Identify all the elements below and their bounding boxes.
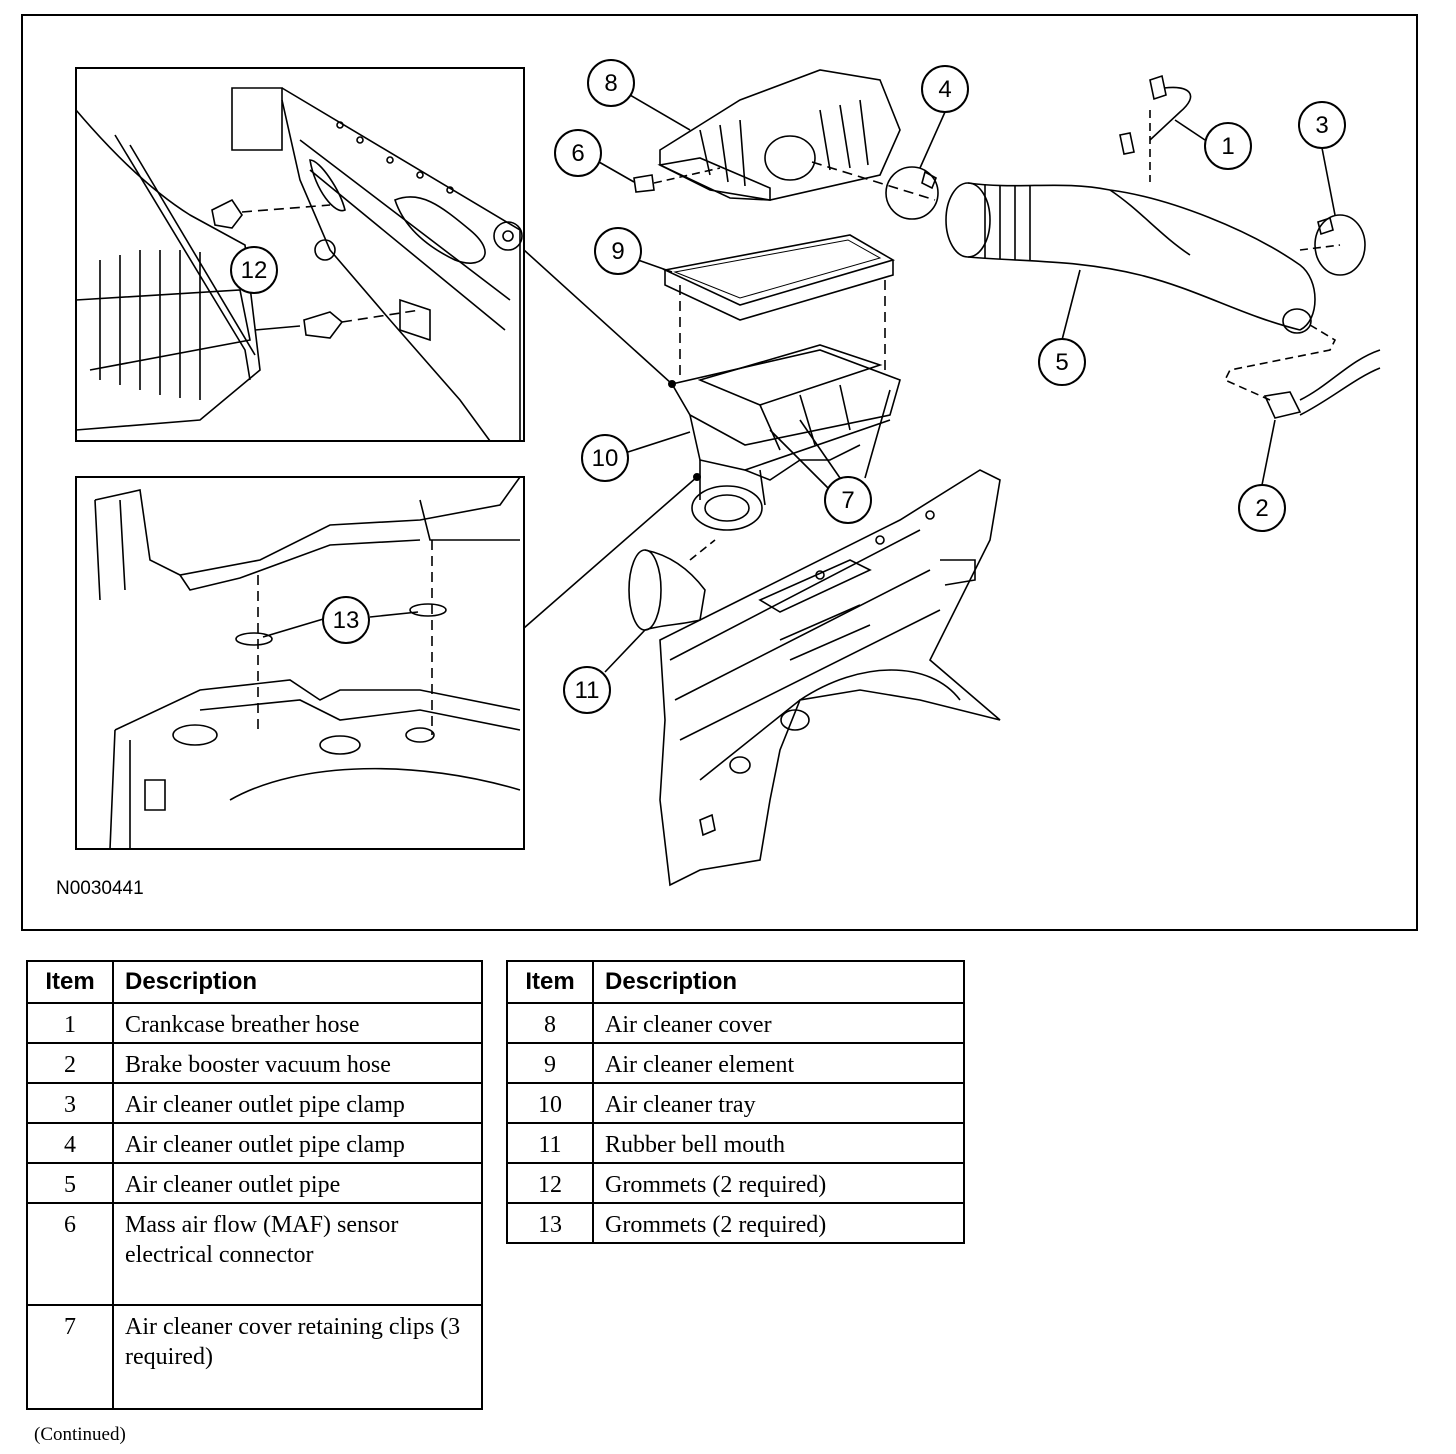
inset-13-leader bbox=[523, 476, 698, 629]
leader-dot bbox=[693, 473, 701, 481]
item-number: 10 bbox=[506, 1082, 594, 1124]
callout-label-9: 9 bbox=[611, 238, 624, 265]
callout-7 bbox=[769, 389, 891, 524]
inset-13-artwork bbox=[94, 476, 521, 850]
air-cleaner-tray-artwork bbox=[670, 344, 901, 531]
air-cleaner-element-artwork bbox=[662, 234, 896, 380]
callout-label-4: 4 bbox=[938, 76, 951, 103]
item-description: Mass air flow (MAF) sensor electrical co… bbox=[112, 1202, 483, 1306]
body-panel-artwork bbox=[659, 469, 1001, 887]
callout-label-3: 3 bbox=[1315, 112, 1328, 139]
table-row: 6 Mass air flow (MAF) sensor electrical … bbox=[26, 1202, 483, 1306]
table-row: 5 Air cleaner outlet pipe bbox=[26, 1162, 483, 1204]
item-description: Air cleaner cover bbox=[592, 1002, 965, 1044]
table-row: 12 Grommets (2 required) bbox=[506, 1162, 965, 1204]
callout-label-13: 13 bbox=[333, 607, 360, 634]
item-number: 7 bbox=[26, 1304, 114, 1410]
callout-4 bbox=[919, 65, 969, 169]
table-row: 10 Air cleaner tray bbox=[506, 1082, 965, 1124]
clamp-4-artwork bbox=[885, 166, 939, 220]
breather-hose-artwork bbox=[1119, 74, 1192, 182]
item-number: 8 bbox=[506, 1002, 594, 1044]
item-description: Air cleaner tray bbox=[592, 1082, 965, 1124]
table-row: 9 Air cleaner element bbox=[506, 1042, 965, 1084]
callout-label-12: 12 bbox=[241, 257, 268, 284]
callout-10 bbox=[581, 431, 691, 482]
item-number: 2 bbox=[26, 1042, 114, 1084]
item-number: 6 bbox=[26, 1202, 114, 1306]
item-description: Air cleaner outlet pipe clamp bbox=[112, 1122, 483, 1164]
callout-1 bbox=[1174, 119, 1252, 170]
header-description: Description bbox=[112, 960, 483, 1004]
table-row: 1 Crankcase breather hose bbox=[26, 1002, 483, 1044]
callout-label-1: 1 bbox=[1221, 133, 1234, 160]
clamp-3-artwork bbox=[1299, 214, 1366, 276]
figure-id: N0030441 bbox=[56, 878, 144, 899]
item-description: Grommets (2 required) bbox=[592, 1162, 965, 1204]
header-item: Item bbox=[26, 960, 114, 1004]
callout-label-11: 11 bbox=[575, 677, 600, 704]
axis-line bbox=[811, 161, 936, 201]
item-description: Air cleaner cover retaining clips (3 req… bbox=[112, 1304, 483, 1410]
vacuum-hose-artwork bbox=[1223, 324, 1381, 419]
item-number: 4 bbox=[26, 1122, 114, 1164]
item-description: Air cleaner outlet pipe clamp bbox=[112, 1082, 483, 1124]
item-number: 11 bbox=[506, 1122, 594, 1164]
legend-header-row: Item Description bbox=[26, 960, 483, 1004]
callout-13 bbox=[322, 596, 370, 644]
bell-mouth-artwork bbox=[628, 539, 716, 631]
table-row: 7 Air cleaner cover retaining clips (3 r… bbox=[26, 1304, 483, 1410]
continued-note: (Continued) bbox=[34, 1424, 126, 1445]
inset-grommets-13 bbox=[75, 476, 525, 850]
outlet-pipe-artwork bbox=[945, 182, 1316, 334]
legend-table-right: Item Description 8 Air cleaner cover 9 A… bbox=[506, 960, 965, 1244]
item-number: 9 bbox=[506, 1042, 594, 1084]
callout-label-6: 6 bbox=[571, 140, 584, 167]
callout-11 bbox=[563, 629, 646, 714]
callout-8 bbox=[587, 59, 691, 131]
callout-6 bbox=[554, 129, 635, 183]
item-description: Rubber bell mouth bbox=[592, 1122, 965, 1164]
table-row: 8 Air cleaner cover bbox=[506, 1002, 965, 1044]
callout-3 bbox=[1298, 101, 1346, 216]
callout-label-5: 5 bbox=[1055, 349, 1068, 376]
item-description: Brake booster vacuum hose bbox=[112, 1042, 483, 1084]
callout-label-7: 7 bbox=[841, 487, 854, 514]
callout-9 bbox=[594, 227, 673, 275]
callout-5 bbox=[1038, 269, 1086, 386]
table-row: 3 Air cleaner outlet pipe clamp bbox=[26, 1082, 483, 1124]
air-cleaner-cover-artwork bbox=[657, 69, 901, 201]
callout-label-8: 8 bbox=[604, 70, 617, 97]
inset-grommets-12 bbox=[75, 67, 525, 442]
item-description: Grommets (2 required) bbox=[592, 1202, 965, 1244]
inset-12-artwork bbox=[75, 87, 523, 442]
figure-frame bbox=[21, 14, 1418, 931]
item-number: 13 bbox=[506, 1202, 594, 1244]
table-row: 11 Rubber bell mouth bbox=[506, 1122, 965, 1164]
item-description: Crankcase breather hose bbox=[112, 1002, 483, 1044]
callout-label-10: 10 bbox=[592, 445, 619, 472]
item-number: 5 bbox=[26, 1162, 114, 1204]
table-row: 13 Grommets (2 required) bbox=[506, 1202, 965, 1244]
exploded-view-drawing: 1 2 3 4 5 6 7 8 9 10 11 12 13 bbox=[75, 59, 1381, 887]
table-row: 2 Brake booster vacuum hose bbox=[26, 1042, 483, 1084]
item-number: 12 bbox=[506, 1162, 594, 1204]
inset-12-leader bbox=[523, 249, 673, 385]
header-description: Description bbox=[592, 960, 965, 1004]
callout-label-2: 2 bbox=[1255, 495, 1268, 522]
callout-2 bbox=[1238, 419, 1286, 532]
legend-header-row: Item Description bbox=[506, 960, 965, 1004]
header-item: Item bbox=[506, 960, 594, 1004]
callout-12 bbox=[230, 246, 278, 294]
maf-connector-artwork bbox=[633, 167, 721, 193]
item-number: 1 bbox=[26, 1002, 114, 1044]
item-description: Air cleaner element bbox=[592, 1042, 965, 1084]
legend-table-left: Item Description 1 Crankcase breather ho… bbox=[26, 960, 483, 1410]
item-description: Air cleaner outlet pipe bbox=[112, 1162, 483, 1204]
table-row: 4 Air cleaner outlet pipe clamp bbox=[26, 1122, 483, 1164]
item-number: 3 bbox=[26, 1082, 114, 1124]
